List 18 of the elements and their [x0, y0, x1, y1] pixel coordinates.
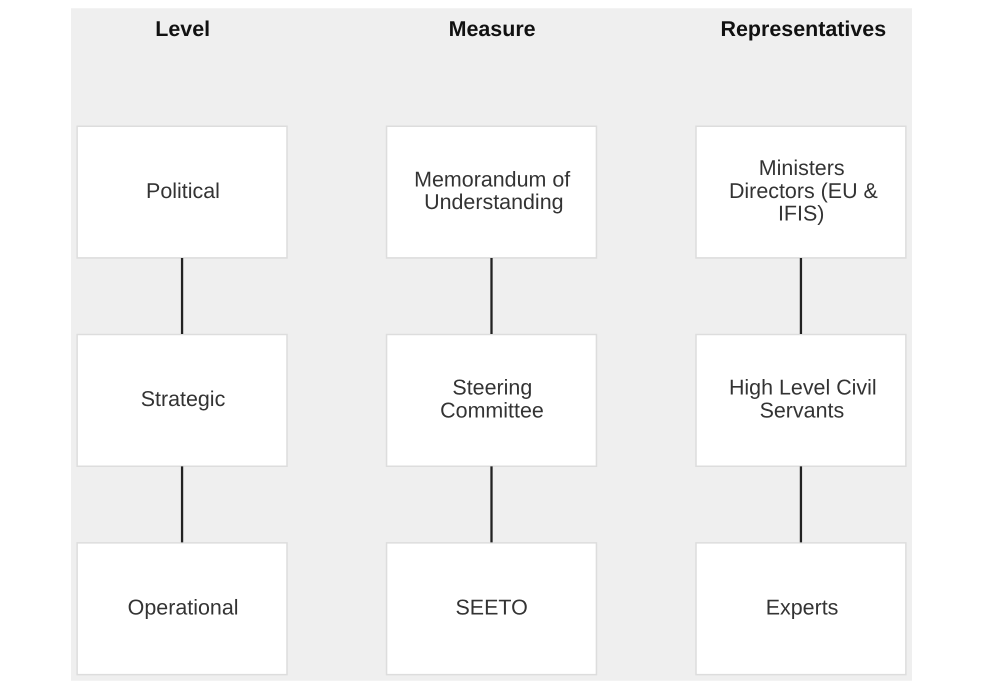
label: Measure: [448, 17, 536, 42]
node-box: Political: [76, 125, 288, 259]
connector: [490, 258, 493, 334]
node-box: Memorandum of Understanding: [386, 125, 598, 259]
label: Representatives: [720, 17, 886, 42]
node-box: Operational: [76, 542, 288, 676]
label: Level: [155, 17, 210, 42]
connector: [800, 258, 802, 334]
node-box: Ministers Directors (EU & IFIS): [695, 125, 907, 259]
connector: [490, 466, 493, 542]
node-box: High Level Civil Servants: [695, 334, 907, 468]
node-box: Strategic: [76, 334, 288, 468]
connector: [180, 258, 184, 334]
node-box: SEETO: [386, 542, 598, 676]
connector: [180, 466, 184, 542]
node-box: Steering Committee: [386, 334, 598, 468]
connector: [800, 466, 802, 542]
node-box: Experts: [695, 542, 907, 676]
